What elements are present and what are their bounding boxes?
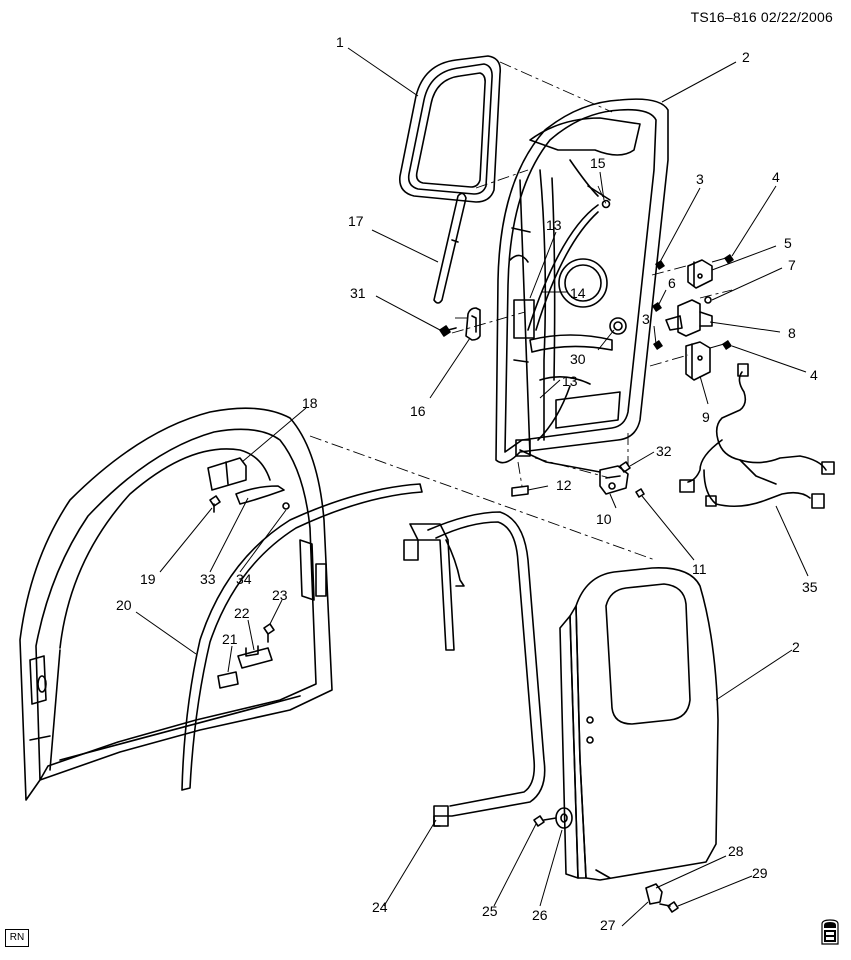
callout-33: 33: [200, 571, 216, 587]
callout-9: 9: [702, 409, 710, 425]
callout-3: 3: [696, 171, 704, 187]
callout-25: 25: [482, 903, 498, 919]
hinge-bolts: [652, 254, 734, 350]
callout-12: 12: [556, 477, 572, 493]
body-weatherstrip: [181, 483, 423, 791]
callout-19: 19: [140, 571, 156, 587]
rear-door-inner-panel: [495, 98, 669, 473]
rear-door-outer-panel: [559, 567, 719, 881]
callout-16: 16: [410, 403, 426, 419]
rn-label-box: RN: [5, 929, 29, 947]
callout-8: 8: [788, 325, 796, 341]
body-side-door-frame: [19, 407, 333, 801]
callout-21: 21: [222, 631, 238, 647]
callout-32: 32: [656, 443, 672, 459]
callout-14: 14: [570, 285, 586, 301]
wiring-harness: [679, 363, 835, 509]
weatherstrip-channel: [433, 192, 467, 304]
callout-24: 24: [372, 899, 388, 915]
upper-hinge: [687, 259, 713, 289]
lower-door-stop: [645, 883, 679, 913]
lower-check-bolt: [533, 807, 573, 829]
callout-7: 7: [788, 257, 796, 273]
lower-striker: [217, 623, 275, 689]
callout-4: 4: [772, 169, 780, 185]
door-latch: [511, 461, 645, 498]
callout-11: 11: [692, 561, 707, 577]
rn-label: RN: [9, 932, 25, 943]
check-link: [665, 299, 713, 337]
callout-29: 29: [752, 865, 768, 881]
callout-10: 10: [596, 511, 612, 527]
leader-lines: [135, 47, 809, 927]
callout-27: 27: [600, 917, 616, 933]
callout-4b: 4: [810, 367, 818, 383]
callout-28: 28: [728, 843, 744, 859]
callout-2b: 2: [792, 639, 800, 655]
door-run-channel: [403, 511, 546, 827]
lower-hinge: [685, 341, 711, 381]
inside-handle: [439, 307, 481, 341]
quarter-window-glass: [398, 55, 502, 203]
callout-31: 31: [350, 285, 366, 301]
callout-5: 5: [784, 235, 792, 251]
door-lock-rod: [527, 199, 611, 441]
callout-1: 1: [336, 34, 344, 50]
callout-15: 15: [590, 155, 606, 171]
callout-6: 6: [668, 275, 676, 291]
callout-30: 30: [570, 351, 586, 367]
document-date: 02/22/2006: [760, 9, 833, 25]
gm-spo-logo-icon: [821, 919, 839, 945]
document-id: TS16–816: [690, 9, 757, 25]
callout-34: 34: [236, 571, 252, 587]
callout-labels: 1 2 3 4 5 7 6 3 8 4 9 15 13 14 17 31 16 …: [116, 34, 818, 933]
bushing-7: [704, 296, 712, 304]
callout-18: 18: [302, 395, 318, 411]
callout-22: 22: [234, 605, 250, 621]
callout-13b: 13: [562, 373, 578, 389]
callout-2: 2: [742, 49, 750, 65]
document-id-header: TS16–816 02/22/2006: [691, 9, 833, 25]
callout-35: 35: [802, 579, 818, 595]
upper-striker: [207, 457, 290, 513]
callout-26: 26: [532, 907, 548, 923]
callout-20: 20: [116, 597, 132, 613]
callout-13: 13: [546, 217, 562, 233]
callout-17: 17: [348, 213, 364, 229]
callout-3b: 3: [642, 311, 650, 327]
callout-23: 23: [272, 587, 288, 603]
